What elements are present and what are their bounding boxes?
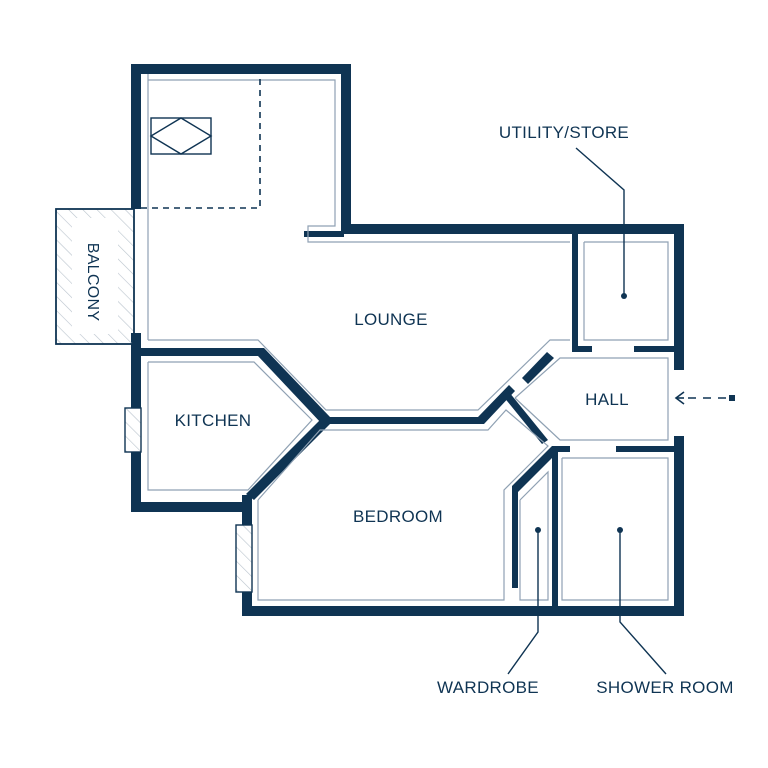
hall-label: HALL xyxy=(585,390,629,409)
balcony: BALCONY xyxy=(55,208,135,345)
outer-walls xyxy=(131,64,684,616)
bedroom-label: BEDROOM xyxy=(353,507,443,526)
lounge-label: LOUNGE xyxy=(354,310,428,329)
interior-partitions xyxy=(246,231,674,606)
bedroom-window xyxy=(235,524,253,593)
shower-room-label: SHOWER ROOM xyxy=(596,678,733,697)
wardrobe-label: WARDROBE xyxy=(437,678,539,697)
balcony-label: BALCONY xyxy=(84,243,101,322)
inner-outlines xyxy=(147,74,669,601)
kitchen-label: KITCHEN xyxy=(175,411,252,430)
wardrobe-callout: WARDROBE xyxy=(437,527,541,697)
shower-room-callout: SHOWER ROOM xyxy=(596,527,733,697)
skylight-icon xyxy=(149,117,213,155)
kitchen-window xyxy=(124,407,142,453)
utility-store-callout: UTILITY/STORE xyxy=(499,123,629,299)
entrance-arrow-icon xyxy=(674,391,735,405)
utility-store-label: UTILITY/STORE xyxy=(499,123,629,142)
